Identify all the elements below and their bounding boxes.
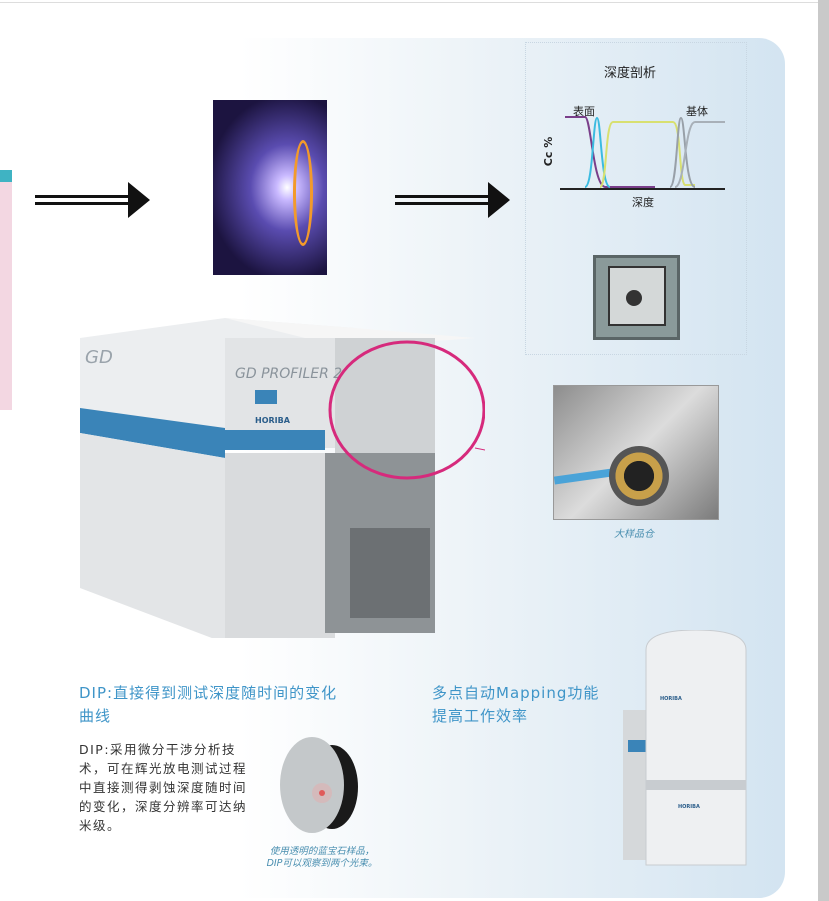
svg-text:GD: GD xyxy=(85,347,113,368)
mapping-heading: 多点自动Mapping功能提高工作效率 xyxy=(432,682,599,728)
svg-text:HORIBA: HORIBA xyxy=(678,804,700,810)
page-top-border xyxy=(0,2,818,3)
sapphire-sample-disc-image xyxy=(280,737,358,833)
sample-photo xyxy=(593,255,680,340)
dip-description: DIP:采用微分干涉分析技术，可在辉光放电测试过程中直接测得剥蚀深度随时间的变化… xyxy=(79,742,248,833)
surface-label: 表面 xyxy=(573,105,595,118)
large-sample-chamber-caption: 大样品仓 xyxy=(614,529,654,540)
gray-curve xyxy=(669,116,696,188)
depth-profile-chart xyxy=(560,116,725,190)
chart-title: 深度剖析 xyxy=(604,66,657,81)
depth-profile-box xyxy=(525,42,747,355)
page-edge xyxy=(818,0,829,901)
dip-heading-line1: DIP:直接得到测试深度随时间的变化 xyxy=(79,684,338,702)
large-sample-chamber-photo xyxy=(553,385,719,520)
gd-profiler-instrument-image: GD GD PROFILER 2 HORIBA xyxy=(80,318,485,638)
substrate-curve xyxy=(674,121,725,188)
y-axis-label: Cc % xyxy=(542,136,556,167)
cropped-sample-image xyxy=(0,170,12,410)
substrate-label: 基体 xyxy=(686,105,708,118)
double-arrow-icon xyxy=(35,182,150,218)
plasma-image xyxy=(213,100,327,275)
svg-text:HORIBA: HORIBA xyxy=(660,696,682,702)
dip-heading: DIP:直接得到测试深度随时间的变化曲线 xyxy=(79,682,337,728)
disc-caption: 使用透明的蓝宝石样品，DIP可以观察到两个光束。 xyxy=(266,846,378,869)
double-arrow-icon xyxy=(395,182,510,218)
mapping-instrument-image: HORIBA HORIBA xyxy=(623,630,747,866)
mapping-heading-line1: 多点自动Mapping功能 xyxy=(432,684,600,702)
x-axis-label: 深度 xyxy=(632,196,654,209)
svg-text:HORIBA: HORIBA xyxy=(255,416,291,425)
svg-text:GD PROFILER 2: GD PROFILER 2 xyxy=(235,366,342,382)
dip-heading-line2: 曲线 xyxy=(79,707,112,725)
mapping-heading-line2: 提高工作效率 xyxy=(432,707,529,725)
